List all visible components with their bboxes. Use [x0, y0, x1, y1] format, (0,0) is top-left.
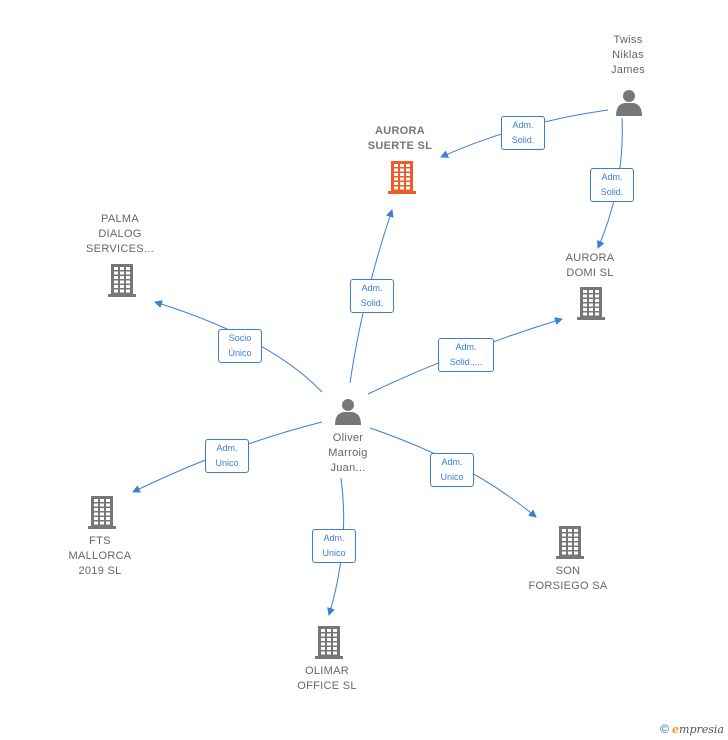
node-label-olimar[interactable]: OLIMAR OFFICE SL	[297, 665, 357, 692]
edge-label-oliver-olimar[interactable]: Adm. Unico	[312, 529, 356, 563]
building-icon[interactable]	[556, 526, 584, 559]
edge-label-oliver-palma[interactable]: Socio Único	[218, 329, 262, 363]
copyright-icon: ©	[660, 722, 669, 736]
building-icon[interactable]	[108, 264, 136, 297]
edge-label-oliver-aurora-domi[interactable]: Adm. Solid.,...	[438, 338, 494, 372]
person-icon[interactable]	[616, 90, 642, 116]
node-label-palma[interactable]: PALMA DIALOG SERVICES...	[86, 213, 154, 255]
node-label-twiss[interactable]: Twiss Niklas James	[611, 34, 645, 76]
building-icon[interactable]	[388, 161, 416, 194]
edge-label-oliver-aurora-suerte[interactable]: Adm. Solid.	[350, 279, 394, 313]
edge-label-twiss-aurora-suerte[interactable]: Adm. Solid.	[501, 116, 545, 150]
footer-brand: © empresia	[660, 722, 724, 736]
brand-logo[interactable]: empresia	[672, 723, 724, 736]
person-icon[interactable]	[335, 399, 361, 425]
edge-label-oliver-fts[interactable]: Adm. Unico	[205, 439, 249, 473]
building-icon[interactable]	[315, 626, 343, 659]
node-label-fts[interactable]: FTS MALLORCA 2019 SL	[68, 535, 132, 577]
building-icon[interactable]	[88, 496, 116, 529]
edges	[132, 109, 623, 616]
node-label-aurora-suerte[interactable]: AURORA SUERTE SL	[367, 125, 433, 152]
edge-label-oliver-son[interactable]: Adm. Unico	[430, 453, 474, 487]
node-label-son[interactable]: SON FORSIEGO SA	[528, 565, 608, 592]
node-label-oliver[interactable]: Oliver Marroig Juan...	[328, 432, 368, 474]
node-label-aurora-domi[interactable]: AURORA DOMI SL	[565, 252, 615, 279]
building-icon[interactable]	[577, 287, 605, 320]
edge-label-twiss-aurora-domi[interactable]: Adm. Solid.	[590, 168, 634, 202]
